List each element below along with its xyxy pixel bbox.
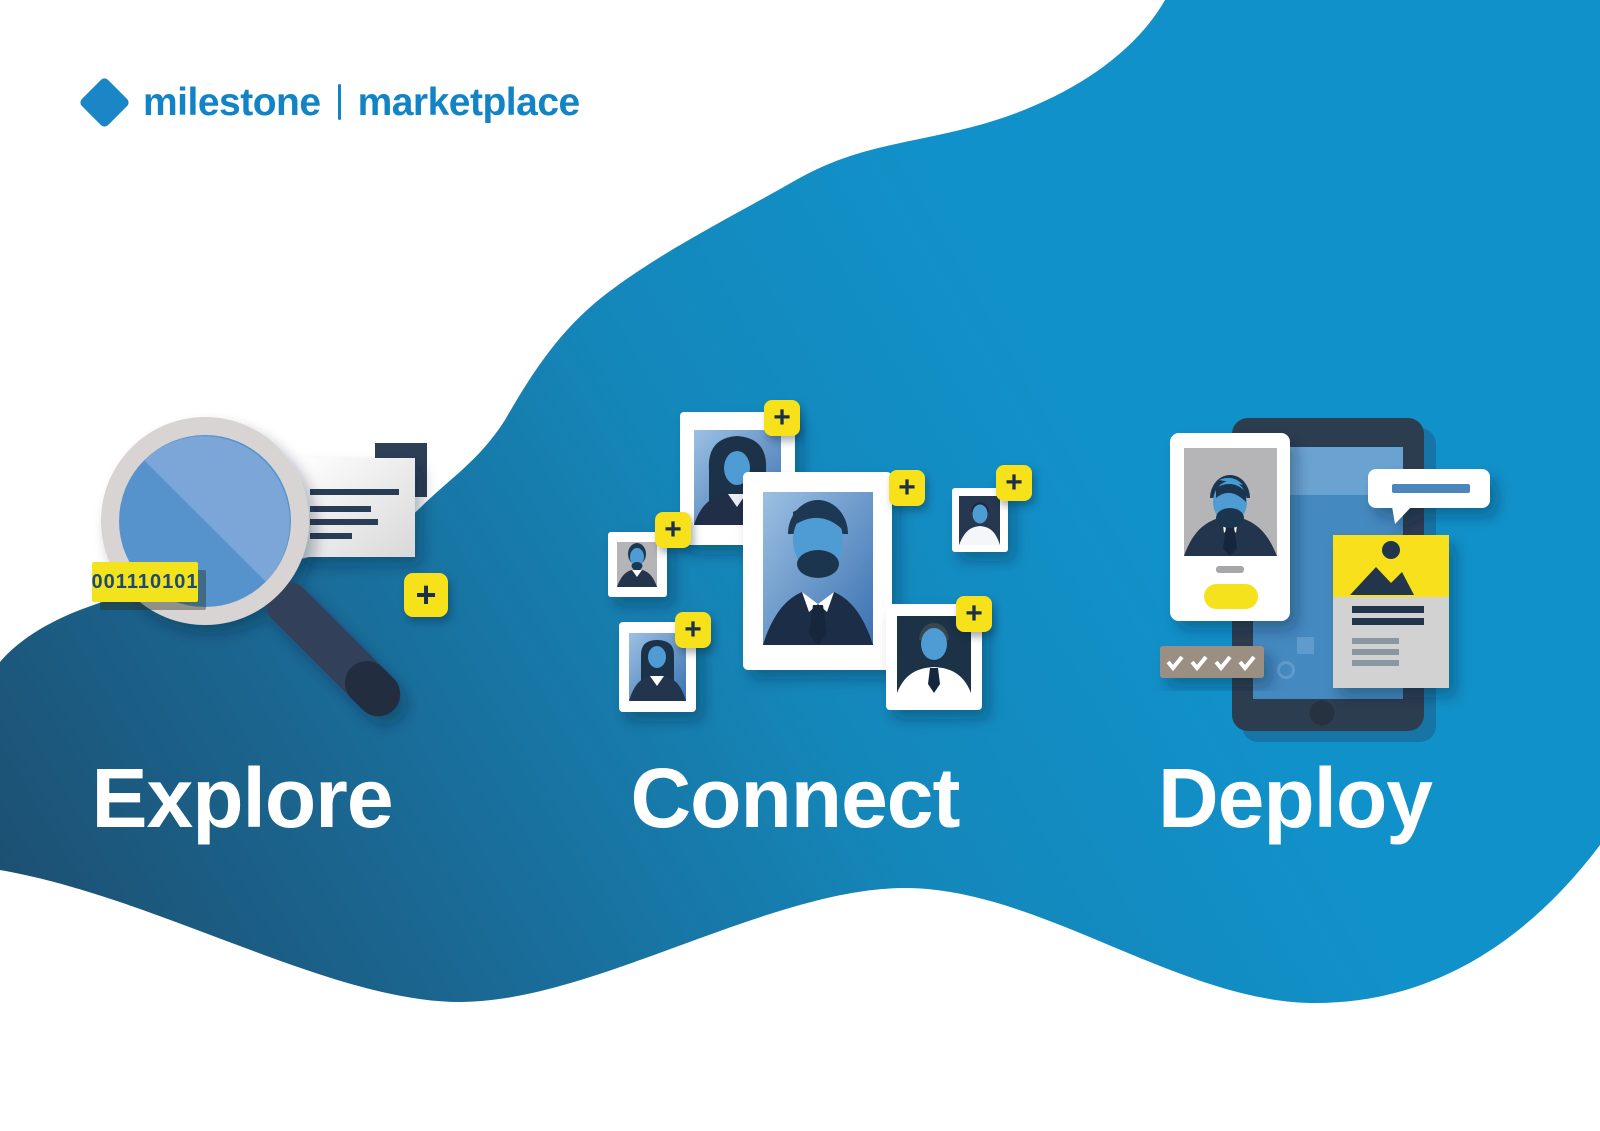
- binary-code-tag: 001110101: [92, 562, 198, 602]
- step-label-connect: Connect: [630, 751, 961, 845]
- step-label-explore: Explore: [91, 751, 393, 845]
- step-label-deploy: Deploy: [1157, 751, 1433, 845]
- add-badge-icon-photo-c: +: [675, 612, 711, 648]
- home-button-icon: [1309, 700, 1335, 726]
- speech-bubble-icon: [1368, 469, 1490, 524]
- profile-photo-man-tiny: [952, 488, 1008, 552]
- add-badge-icon-photo-e: +: [996, 465, 1032, 501]
- add-badge-icon-photo-a: +: [764, 400, 800, 436]
- add-badge-icon-photo-b: +: [655, 512, 691, 548]
- brand-logo: milestone marketplace: [78, 74, 580, 130]
- add-badge-icon-photo-f: +: [956, 596, 992, 632]
- brand-divider: [337, 84, 341, 120]
- profile-photo-woman-small: [619, 622, 696, 712]
- checklist-ribbon-icon: [1160, 646, 1264, 678]
- profile-photo-man-medium: [886, 604, 982, 710]
- profile-photo-man-large: [743, 472, 892, 670]
- brand-product: marketplace: [357, 80, 581, 124]
- add-badge-icon-explore: +: [404, 573, 448, 617]
- add-badge-icon-photo-d: +: [889, 470, 925, 506]
- profile-photo-man-small-gray: [608, 532, 667, 597]
- document-card: [297, 458, 415, 557]
- brand-name: milestone: [143, 80, 321, 124]
- deploy-illustration: [1160, 418, 1490, 742]
- profile-action-pill: [1204, 584, 1258, 609]
- connect-illustration: [608, 412, 1008, 712]
- deploy-profile-card: [1170, 433, 1290, 621]
- listing-document-card: [1333, 535, 1449, 688]
- milestone-diamond-icon: [78, 75, 131, 129]
